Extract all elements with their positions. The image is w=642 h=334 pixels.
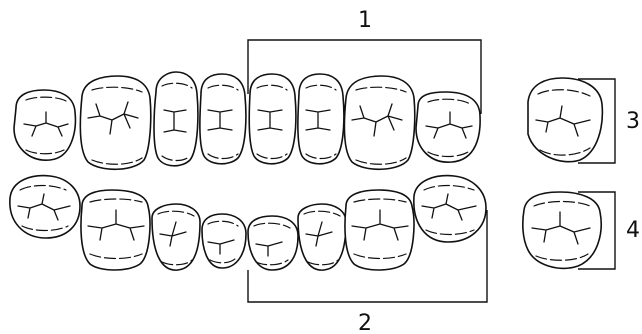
label-3: 3 <box>626 109 640 134</box>
lower-tooth-5 <box>247 215 299 271</box>
bracket-1 <box>247 39 482 114</box>
lower-tooth-3 <box>151 203 201 271</box>
lower-tooth-6 <box>297 203 347 271</box>
lower-arch <box>9 174 487 271</box>
isolated-tooth-3 <box>527 77 604 163</box>
lower-tooth-7 <box>344 189 415 271</box>
bracket-2 <box>247 210 488 303</box>
upper-tooth-1 <box>13 89 77 161</box>
upper-tooth-3 <box>153 71 199 167</box>
bracket-4 <box>578 191 616 270</box>
isolated-tooth-4 <box>522 191 602 270</box>
upper-tooth-5 <box>248 73 297 165</box>
bracket-3 <box>578 78 616 164</box>
upper-tooth-2 <box>79 75 152 171</box>
lower-tooth-8 <box>413 174 487 243</box>
upper-tooth-8 <box>415 91 481 163</box>
lower-tooth-2 <box>80 189 151 271</box>
upper-arch <box>13 71 481 171</box>
upper-tooth-4 <box>199 73 247 165</box>
lower-tooth-4 <box>201 213 247 269</box>
label-1: 1 <box>358 8 372 33</box>
upper-tooth-6 <box>297 73 345 165</box>
lower-tooth-1 <box>9 174 81 239</box>
label-4: 4 <box>626 218 640 243</box>
upper-tooth-7 <box>343 75 416 171</box>
label-2: 2 <box>358 311 372 334</box>
